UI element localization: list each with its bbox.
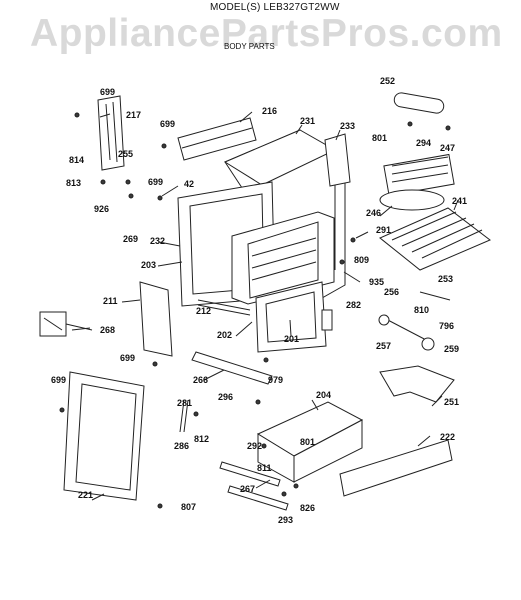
part-204-drawer (256, 401, 364, 483)
label-202: 202 (217, 330, 232, 340)
label-293: 293 (278, 515, 293, 525)
label-291: 291 (376, 225, 391, 235)
part-247-broiler-grid (383, 153, 455, 197)
label-203: 203 (141, 260, 156, 270)
part-212-rail (197, 299, 251, 316)
part-217-side-trim (97, 95, 125, 171)
label-811: 811 (257, 463, 272, 473)
label-216: 216 (262, 106, 277, 116)
label-266: 266 (193, 375, 208, 385)
label-221: 221 (78, 490, 93, 500)
label-699a: 699 (100, 87, 115, 97)
label-42: 42 (184, 179, 194, 189)
label-699c: 699 (148, 177, 163, 187)
part-256-igniter (378, 314, 435, 351)
label-699e: 699 (51, 375, 66, 385)
hardware-screws (59, 112, 451, 509)
label-935: 935 (369, 277, 384, 287)
label-257: 257 (376, 341, 391, 351)
label-268: 268 (100, 325, 115, 335)
label-281: 281 (177, 398, 192, 408)
label-211: 211 (103, 296, 118, 306)
label-252: 252 (380, 76, 395, 86)
label-251: 251 (444, 397, 459, 407)
part-201-door-frame (255, 281, 327, 353)
label-256: 256 (384, 287, 399, 297)
label-979: 979 (268, 375, 283, 385)
header: AppliancePartsPros.com MODEL(S) LEB327GT… (0, 0, 521, 60)
part-246-broiler-pan (379, 189, 445, 211)
label-699d: 699 (120, 353, 135, 363)
label-813: 813 (66, 178, 81, 188)
label-253: 253 (438, 274, 453, 284)
label-204: 204 (316, 390, 331, 400)
part-251-bake-element (379, 365, 455, 403)
label-296: 296 (218, 392, 233, 402)
part-282-leg (321, 309, 333, 331)
part-268-terminal-box (39, 311, 93, 337)
label-259: 259 (444, 344, 459, 354)
label-699b: 699 (160, 119, 175, 129)
label-801b: 801 (300, 437, 315, 447)
label-217: 217 (126, 110, 141, 120)
part-281-handle (179, 399, 189, 433)
part-221-drawer-front (63, 371, 145, 501)
label-826: 826 (300, 503, 315, 513)
part-222-drawer-panel (339, 439, 453, 497)
label-201: 201 (284, 334, 299, 344)
label-814: 814 (69, 155, 84, 165)
part-241-oven-rack (379, 207, 491, 271)
label-286: 286 (174, 441, 189, 451)
label-241: 241 (452, 196, 467, 206)
part-labels: 699 217 216 699 231 233 252 801 294 247 … (51, 76, 467, 525)
label-267: 267 (240, 484, 255, 494)
label-222: 222 (440, 432, 455, 442)
part-266-rail (191, 351, 273, 385)
label-807: 807 (181, 502, 196, 512)
label-812: 812 (194, 434, 209, 444)
label-232: 232 (150, 236, 165, 246)
part-267-slide-rail (219, 461, 289, 511)
label-231: 231 (300, 116, 315, 126)
label-269: 269 (123, 234, 138, 244)
part-oven-liner (231, 211, 335, 305)
part-252-handle (393, 92, 445, 114)
part-216-rear-panel (177, 117, 257, 161)
label-247: 247 (440, 143, 455, 153)
label-796: 796 (439, 321, 454, 331)
label-255: 255 (118, 149, 133, 159)
label-212: 212 (196, 306, 211, 316)
section-title: BODY PARTS (224, 42, 275, 51)
label-926: 926 (94, 204, 109, 214)
part-233-bracket (324, 133, 351, 187)
watermark: AppliancePartsPros.com (30, 12, 503, 55)
label-233: 233 (340, 121, 355, 131)
part-211-side-panel (139, 281, 173, 357)
part-253-wire (419, 291, 451, 301)
label-292: 292 (247, 441, 262, 451)
label-294: 294 (416, 138, 431, 148)
label-282: 282 (346, 300, 361, 310)
label-801a: 801 (372, 133, 387, 143)
label-246: 246 (366, 208, 381, 218)
label-810: 810 (414, 305, 429, 315)
leader-lines (71, 111, 459, 501)
model-title: MODEL(S) LEB327GT2WW (210, 2, 340, 13)
label-809: 809 (354, 255, 369, 265)
